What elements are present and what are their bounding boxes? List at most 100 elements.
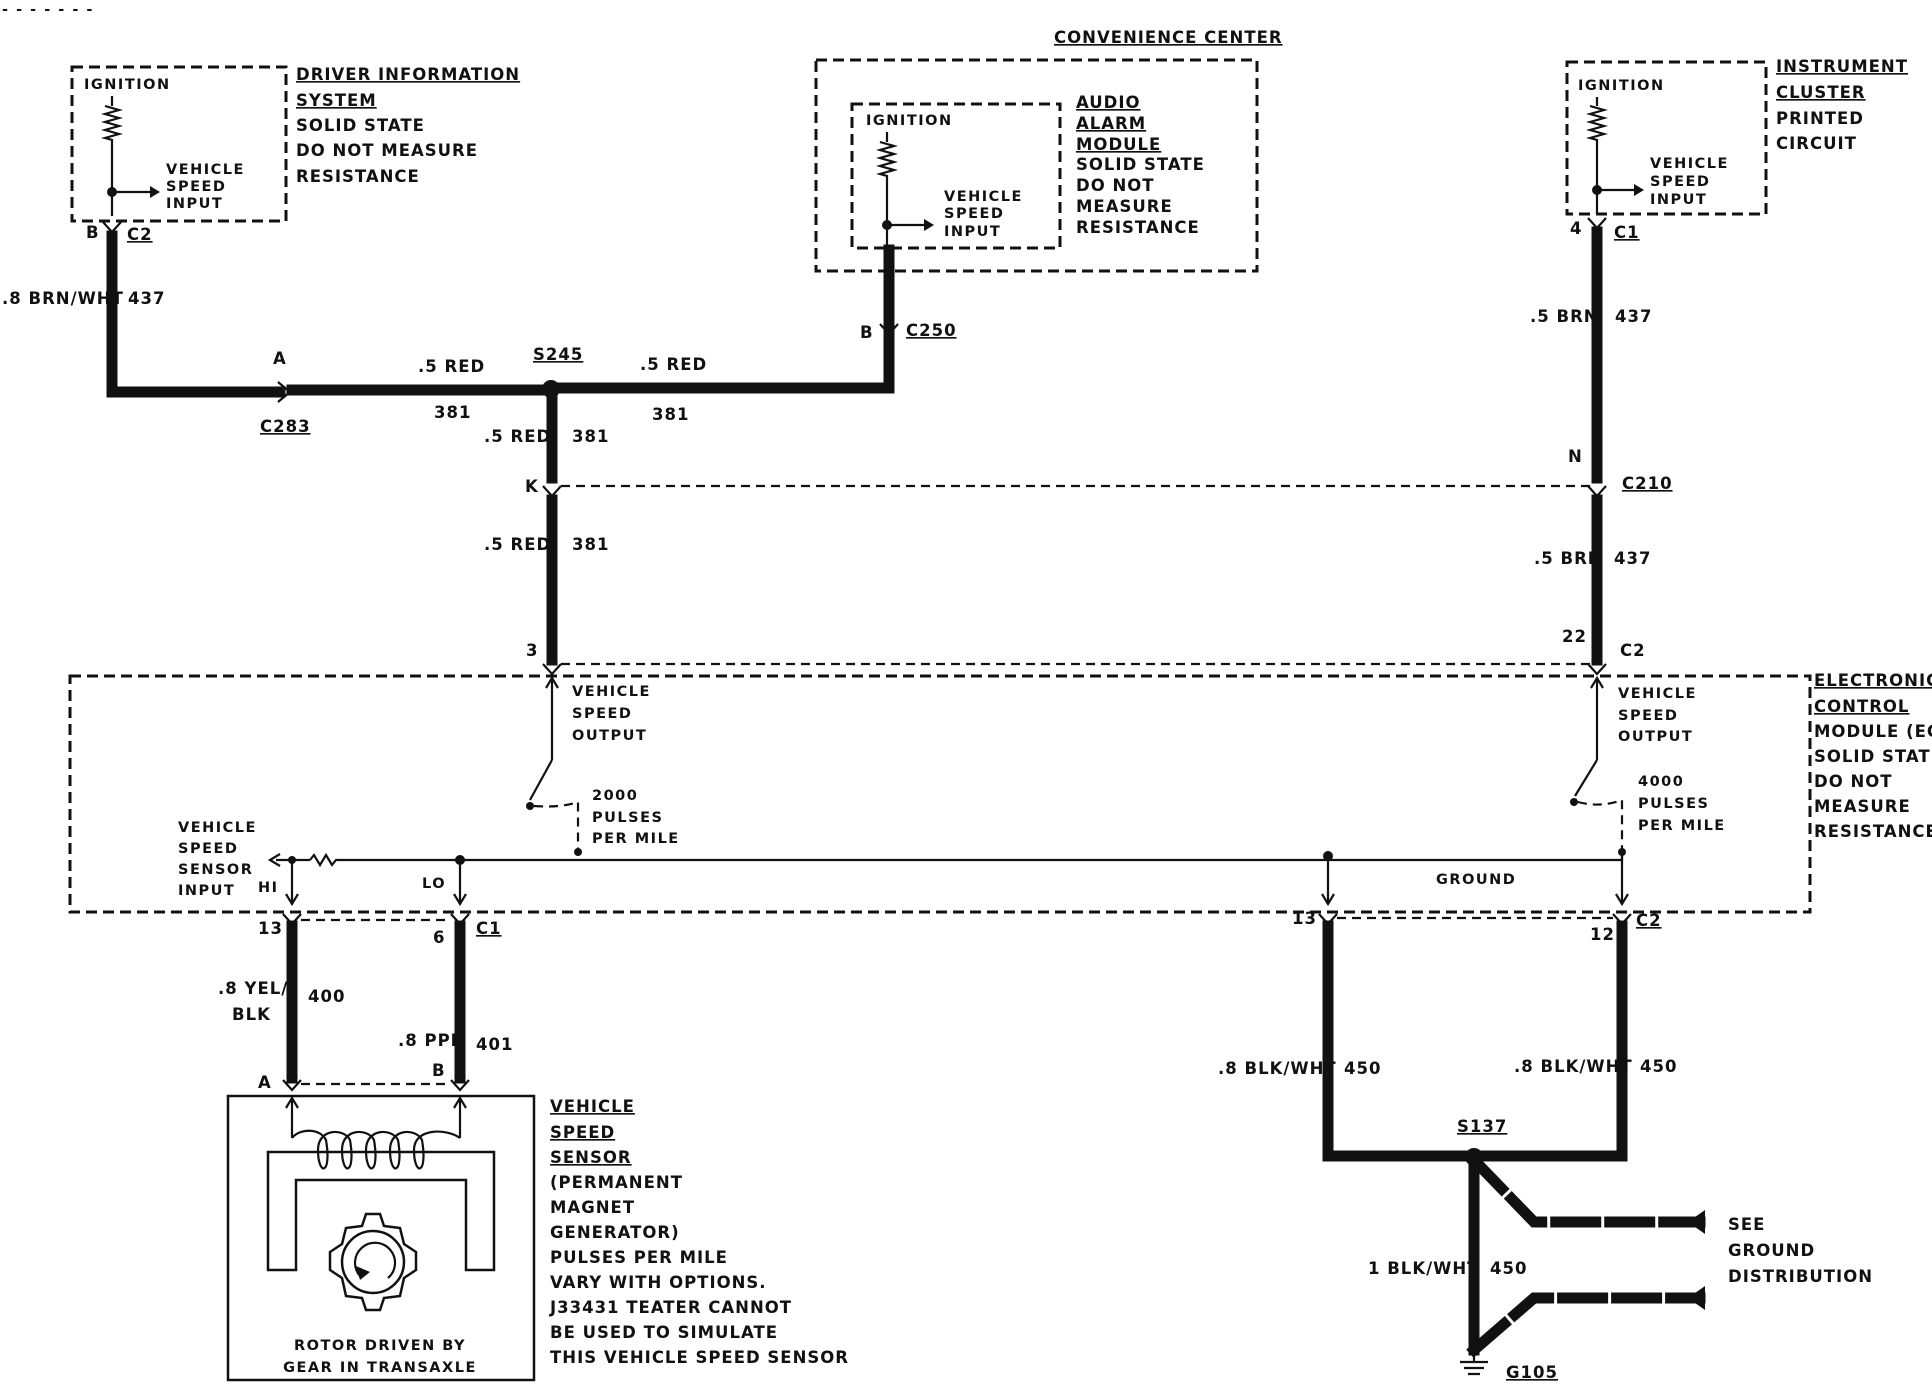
ground-symbol-lines <box>1460 1350 1488 1376</box>
driver-information-module: IGNITION VEHICLE SPEED INPUT DRIVER INFO… <box>70 65 520 223</box>
ecm-c2-bottom-name: C2 <box>1636 911 1662 930</box>
wire-437-color-label: .8 BRN/WHT <box>2 289 124 308</box>
s137-label: S137 <box>1457 1117 1507 1136</box>
ecm-note-4: RESISTANCE <box>1814 822 1932 841</box>
wire-381-down2-color: .5 RED <box>484 535 551 554</box>
c283-pin: A <box>273 349 287 368</box>
wire-381-down1-circuit: 381 <box>572 427 609 446</box>
sensor-desc-10: BE USED TO SIMULATE <box>550 1323 778 1342</box>
c210-pin-n: N <box>1568 447 1583 466</box>
ecm-right-switch-contact <box>1570 798 1578 806</box>
ecm-title-2: CONTROL <box>1814 697 1909 716</box>
ecm-4000-label-3: PER MILE <box>1638 818 1726 834</box>
wire-450-ground-circuit: 450 <box>1490 1259 1527 1278</box>
ecm-left-output-label-2: SPEED <box>572 706 632 722</box>
audio-resistor <box>875 132 899 248</box>
audio-input-label-2: SPEED <box>944 206 1004 222</box>
ecm-right-output-label-3: OUTPUT <box>1618 729 1693 745</box>
wire-450-ground-color: 1 BLK/WHT <box>1368 1259 1479 1278</box>
ic-input-label-2: SPEED <box>1650 174 1710 190</box>
convenience-center-module: CONVENIENCE CENTER IGNITION VEHICLE SPEE… <box>814 28 1282 273</box>
ecm-hi-label: HI <box>258 880 279 896</box>
sensor-desc-8: VARY WITH OPTIONS. <box>550 1273 767 1292</box>
ecm-ground-arrow-icons <box>1321 893 1629 907</box>
ecm-right-output-label-1: VEHICLE <box>1618 686 1697 702</box>
sensor-rotation-icon <box>353 1241 397 1279</box>
ecm-sensor-input-label-4: INPUT <box>178 883 235 899</box>
ic-input-label-3: INPUT <box>1650 192 1707 208</box>
ecm-right-output-label-2: SPEED <box>1618 708 1678 724</box>
audio-note-4: RESISTANCE <box>1076 218 1200 237</box>
ecm-sensor-input-label-3: SENSOR <box>178 862 253 878</box>
ecm-left-output-arrow-icon <box>545 675 559 689</box>
wire-381-left-color: .5 RED <box>418 357 485 376</box>
audio-ignition-label: IGNITION <box>866 113 953 129</box>
instrument-cluster-box <box>1565 60 1768 216</box>
wire-437-up-color: .5 BRN <box>1530 307 1599 326</box>
ecm-note-1: SOLID STATE <box>1814 747 1932 766</box>
driver-info-title-1: DRIVER INFORMATION <box>296 65 520 84</box>
wire-401-circuit: 401 <box>476 1035 513 1054</box>
see-ground-label-3: DISTRIBUTION <box>1728 1267 1873 1286</box>
sensor-rotation-arrow-icon <box>356 1266 370 1280</box>
ic-arrow-icon <box>1634 184 1644 196</box>
wire-437-down-circuit: 437 <box>1614 549 1651 568</box>
wire-437-up-circuit: 437 <box>1615 307 1652 326</box>
ecm-title-3: MODULE (ECM) <box>1814 722 1932 741</box>
g105-label: G105 <box>1506 1363 1558 1382</box>
audio-note-3: MEASURE <box>1076 197 1173 216</box>
ecm-lo-label: LO <box>422 876 446 892</box>
driver-info-ignition-label: IGNITION <box>84 77 171 93</box>
wire-400-color-1: .8 YEL/ <box>218 979 288 998</box>
ecm-right-output-arrow-icon <box>1590 675 1604 689</box>
sensor-desc-2: SPEED <box>550 1123 615 1142</box>
wire-450-right-circuit: 450 <box>1640 1057 1677 1076</box>
see-ground-upper-arrow-icon <box>1688 1210 1705 1234</box>
driver-info-resistor <box>100 96 124 216</box>
wire-437-circuit-label: 437 <box>128 289 165 308</box>
ecm-ground-label: GROUND <box>1436 872 1516 888</box>
wire-450-left-circuit: 450 <box>1344 1059 1381 1078</box>
driver-info-arrow-icon <box>150 186 160 198</box>
driver-info-note-3: RESISTANCE <box>296 167 420 186</box>
sensor-desc-3: SENSOR <box>550 1148 632 1167</box>
wire-400-color-2: BLK <box>232 1005 271 1024</box>
sensor-desc-4: (PERMANENT <box>550 1173 683 1192</box>
c250-connector-icon <box>879 323 899 336</box>
wire-381-red-right <box>546 330 895 394</box>
c210-name: C210 <box>1622 474 1673 493</box>
ecm-ground-drops <box>1326 854 1624 902</box>
sensor-rotor-hub <box>340 1229 406 1295</box>
ecm-c2-name: C2 <box>1620 641 1646 660</box>
c1-ic-name: C1 <box>1614 223 1640 242</box>
ecm-pin3-connector-icon <box>542 663 562 676</box>
driver-info-input-label-2: SPEED <box>166 179 226 195</box>
audio-alarm-box <box>850 102 1062 250</box>
sensor-desc-7: PULSES PER MILE <box>550 1248 728 1267</box>
sensor-pin-a: A <box>258 1073 272 1092</box>
ecm-left-switch-dash <box>533 800 580 852</box>
c2-dis-pin: B <box>86 223 100 242</box>
wire-437-down-color: .5 BRN <box>1534 549 1603 568</box>
audio-note-1: SOLID STATE <box>1076 155 1205 174</box>
ic-input-label-1: VEHICLE <box>1650 156 1729 172</box>
ecm-c2-pin: 22 <box>1562 627 1587 646</box>
ecm-right-switch-dash <box>1577 798 1624 852</box>
ic-resistor <box>1585 97 1609 214</box>
wire-381-right-color: .5 RED <box>640 355 707 374</box>
ecm-c2-bottom-pin-12: 12 <box>1590 925 1615 944</box>
driver-info-input-label-3: INPUT <box>166 196 223 212</box>
wire-437-brn-wht <box>106 230 286 398</box>
ic-ignition-label: IGNITION <box>1578 78 1665 94</box>
ic-note-2: CIRCUIT <box>1776 134 1857 153</box>
driver-info-note-1: SOLID STATE <box>296 116 425 135</box>
wire-381-down1-color: .5 RED <box>484 427 551 446</box>
audio-input-label-3: INPUT <box>944 224 1001 240</box>
sensor-desc-6: GENERATOR) <box>550 1223 680 1242</box>
ecm-c1-name: C1 <box>476 919 502 938</box>
sensor-desc-9: J33431 TEATER CANNOT <box>549 1298 792 1317</box>
ecm-module: ELECTRONIC CONTROL MODULE (ECM) SOLID ST… <box>68 671 1932 914</box>
ic-title-2: CLUSTER <box>1776 83 1866 102</box>
see-ground-lower-wire <box>1466 1292 1706 1358</box>
sensor-rotor-label-2: GEAR IN TRANSAXLE <box>283 1360 477 1376</box>
